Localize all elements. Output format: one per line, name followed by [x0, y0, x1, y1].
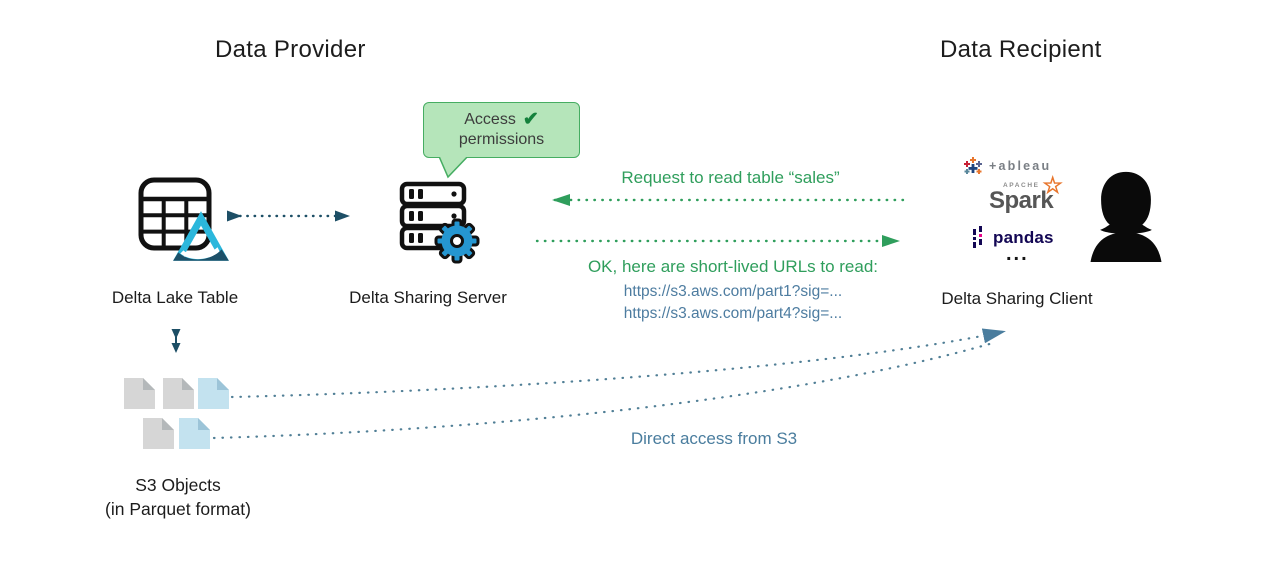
gear-icon: [434, 218, 480, 264]
s3-file-blue-1: [198, 378, 229, 409]
pandas-icon: [973, 226, 982, 248]
delta-sharing-server-label: Delta Sharing Server: [349, 288, 507, 307]
signed-url-1: https://s3.aws.com/part1?sig=...: [623, 283, 843, 300]
tableau-logo: +ableau: [963, 156, 1051, 176]
data-provider-heading: Data Provider: [215, 36, 366, 63]
spark-wordmark: Spark: [989, 187, 1054, 214]
delta-lake-table-icon: [138, 177, 212, 251]
checkmark-icon: ✔: [522, 109, 539, 130]
signed-url-2: https://s3.aws.com/part4?sig=...: [623, 305, 843, 322]
tableau-wordmark: +ableau: [989, 159, 1052, 173]
pandas-wordmark: pandas: [993, 227, 1054, 247]
s3-file-blue-2: [179, 418, 210, 449]
s3-file-gray-3: [143, 418, 174, 449]
delta-lake-table-label: Delta Lake Table: [111, 288, 239, 307]
response-message: OK, here are short-lived URLs to read:: [587, 257, 879, 276]
spark-logo: APACHE Spark ☆: [985, 172, 1065, 218]
request-message: Request to read table “sales”: [621, 168, 840, 187]
delta-sharing-server-icon: [399, 181, 480, 264]
pandas-logo: pandas: [972, 226, 1054, 249]
more-tools-ellipsis: ...: [1006, 243, 1029, 265]
person-icon: [1090, 171, 1162, 262]
callout-text-line1: Access: [464, 111, 516, 128]
s3-file-gray-2: [163, 378, 194, 409]
access-permissions-callout: Access ✔ permissions: [423, 102, 580, 158]
s3-objects-sublabel: (in Parquet format): [105, 499, 251, 519]
s3-objects-label: S3 Objects: [135, 475, 221, 495]
spark-star-icon: ☆: [1042, 172, 1063, 198]
direct-access-message: Direct access from S3: [630, 429, 798, 448]
delta-lake-logo-icon: [173, 211, 229, 261]
s3-client-curve-1: [230, 328, 1006, 399]
s3-client-curve-2: [212, 341, 995, 440]
tableau-icon: [964, 157, 982, 174]
callout-text-line2: permissions: [458, 131, 545, 148]
spark-apache-text: APACHE: [1003, 182, 1040, 189]
delta-sharing-client-label: Delta Sharing Client: [941, 289, 1093, 308]
callout-tail: [438, 157, 469, 179]
s3-file-gray-1: [124, 378, 155, 409]
data-recipient-heading: Data Recipient: [940, 36, 1102, 63]
